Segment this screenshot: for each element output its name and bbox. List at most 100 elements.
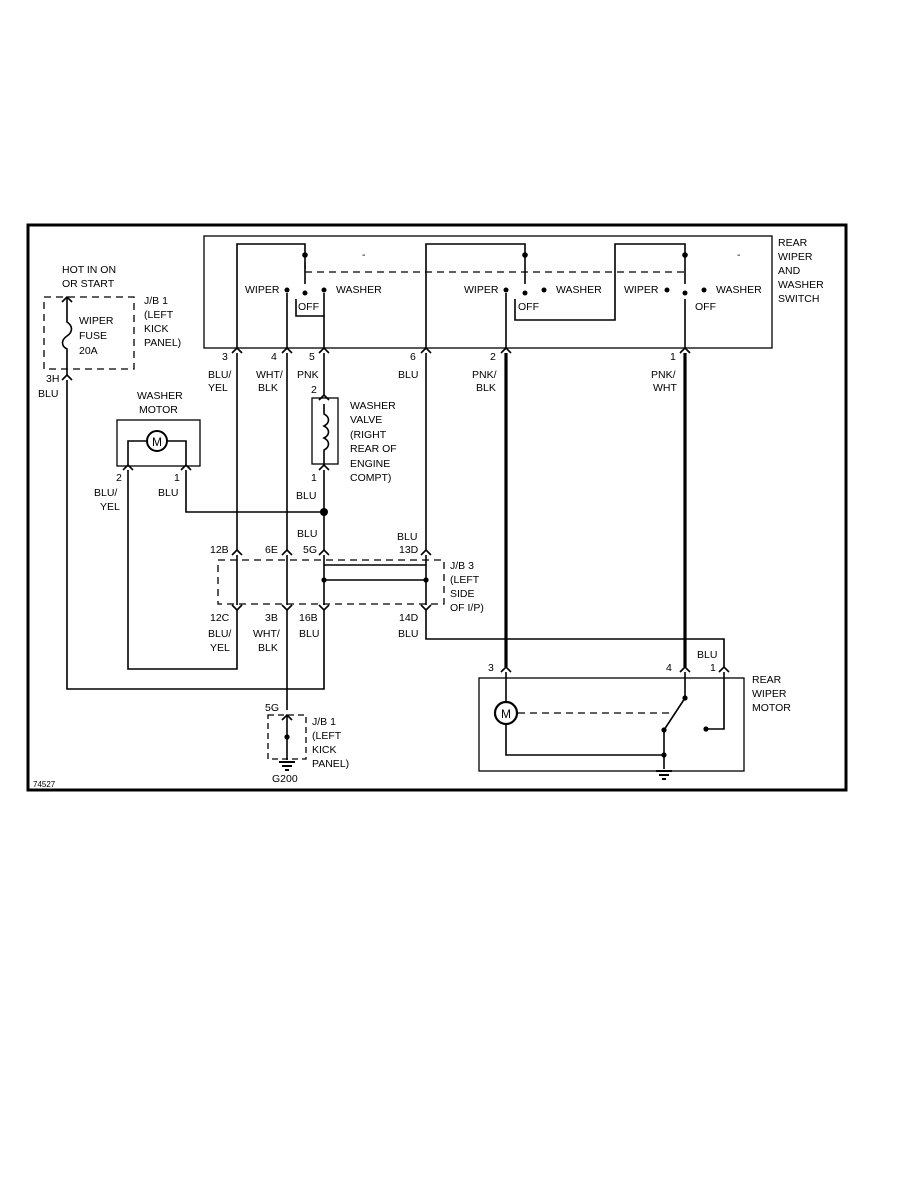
- switch-title-4: WASHER: [778, 279, 824, 291]
- switch-title-2: WIPER: [778, 251, 813, 263]
- wire1-color-2: WHT: [653, 382, 677, 394]
- jb3-title-4: OF I/P): [450, 602, 484, 614]
- jb1-label-1: J/B 1: [144, 295, 168, 307]
- jb3-wire-12c-1: BLU/: [208, 628, 231, 640]
- pin5-connector: [318, 346, 330, 354]
- switch1-blade-tip: [302, 290, 308, 296]
- switch-pin-2: 2: [490, 351, 496, 363]
- valve-pin1-conn: [318, 463, 330, 471]
- figure-id: 74527: [33, 780, 56, 789]
- switch2-wiper-contact: [503, 287, 509, 293]
- fuse-element: [61, 297, 73, 375]
- washer-motor-housing: [116, 419, 201, 467]
- rear-motor-bottom-lead: [505, 724, 664, 756]
- washer-motor-wire2-1: BLU/: [94, 487, 117, 499]
- jb1-label-3: KICK: [144, 323, 169, 335]
- switch2-off-line: [514, 243, 686, 321]
- rear-motor-park-blade: [663, 697, 686, 731]
- wire-blu-13d: BLU: [397, 531, 417, 543]
- jb3-conn-16b: [318, 604, 330, 612]
- jb3-conn-6e: [281, 548, 293, 556]
- valve-pin1: 1: [311, 472, 317, 484]
- switch3-wiper-label: WIPER: [624, 284, 659, 296]
- ground-g200: G200: [272, 773, 298, 785]
- rear-motor-housing: [478, 677, 745, 772]
- valve-title-5: ENGINE: [350, 458, 390, 470]
- wire4-color-2: BLK: [258, 382, 278, 394]
- rear-wiper-motor: BLU 3 4 1 REAR WIPER MOTOR M: [478, 649, 791, 780]
- hot-label-1: HOT IN ON: [62, 264, 116, 276]
- jb3-conn-5g: [318, 548, 330, 556]
- ground-jb1-3: KICK: [312, 744, 337, 756]
- ground-pin-5g: 5G: [265, 702, 279, 714]
- switch1-wiper-label: WIPER: [245, 284, 280, 296]
- wire5-color: PNK: [297, 369, 319, 381]
- fuse-label-1: WIPER: [79, 315, 114, 327]
- jb3-pin-12c: 12C: [210, 612, 230, 624]
- switch2-wiper-label: WIPER: [464, 284, 499, 296]
- jb3-conn-3b: [281, 604, 293, 612]
- valve-housing: [311, 397, 339, 465]
- wire3-color-1: BLU/: [208, 369, 231, 381]
- jb3-pin-12b: 12B: [210, 544, 229, 556]
- ground-block: 5G J/B 1 (LEFT KICK PANEL) G200: [265, 702, 349, 785]
- splice-dot: [320, 508, 328, 516]
- rear-motor-title-1: REAR: [752, 674, 782, 686]
- valve-title-3: (RIGHT: [350, 429, 387, 441]
- jb3-wire-12c-2: YEL: [210, 642, 230, 654]
- washer-motor-wire2-2: YEL: [100, 501, 120, 513]
- jb3-pin-13d: 13D: [399, 544, 419, 556]
- rear-motor-pin1-lead: [707, 672, 725, 730]
- jb3-pin-5g: 5G: [303, 544, 317, 556]
- washer-motor-pin1-conn: [180, 463, 192, 471]
- jb1-label-4: PANEL): [144, 337, 181, 349]
- washer-motor-title-1: WASHER: [137, 390, 183, 402]
- washer-motor-pin2: 2: [116, 472, 122, 484]
- jb1-label-2: (LEFT: [144, 309, 174, 321]
- jb3-pin-16b: 16B: [299, 612, 318, 624]
- rear-motor-title-2: WIPER: [752, 688, 787, 700]
- washer-motor-lead-right: [167, 440, 187, 465]
- wire-washer-motor-to-12c: [127, 470, 238, 670]
- switch2-blade-tip: [522, 290, 528, 296]
- wire4-color-1: WHT/: [256, 369, 283, 381]
- switch1-wiper-contact: [284, 287, 290, 293]
- wire3-color-2: YEL: [208, 382, 228, 394]
- diagram-frame: [26, 223, 848, 792]
- valve-coil: [322, 404, 330, 465]
- jb3-wire-3b-1: WHT/: [253, 628, 280, 640]
- rear-motor-ground-symbol: [656, 770, 672, 780]
- switch-pin-3: 3: [222, 351, 228, 363]
- washer-motor-wire1: BLU: [158, 487, 178, 499]
- switch3-blade-tip: [682, 290, 688, 296]
- switch-title-5: SWITCH: [778, 293, 819, 305]
- washer-motor: WASHER MOTOR M 2 1 BLU/ YEL BLU: [94, 390, 201, 513]
- jb3-conn-12b: [231, 548, 243, 556]
- washer-motor-pin1: 1: [174, 472, 180, 484]
- valve-title-2: VALVE: [350, 414, 382, 426]
- switch3-washer-label: WASHER: [716, 284, 762, 296]
- jb3-conn-14d: [420, 604, 432, 612]
- ground-jb1-4: PANEL): [312, 758, 349, 770]
- wire-blu-mid-1: BLU: [296, 490, 316, 502]
- rear-motor-pin1-contact: [703, 726, 709, 732]
- switch1-off-label: OFF: [298, 301, 319, 313]
- rear-motor-pin-1: 1: [710, 662, 716, 674]
- jb3-wire-3b-2: BLK: [258, 642, 278, 654]
- switch1-common-line: [236, 243, 306, 348]
- switch3-off-label: OFF: [695, 301, 716, 313]
- switch1-off-line: [295, 299, 325, 348]
- washer-motor-lead-left: [127, 440, 147, 465]
- jb3-pin-3b: 3B: [265, 612, 278, 624]
- switch3-washer-contact: [701, 287, 707, 293]
- washer-motor-symbol: M: [152, 435, 162, 449]
- ground-symbol: [279, 761, 295, 771]
- switch-connector-pins: [231, 346, 691, 354]
- rear-motor-blu: BLU: [697, 649, 717, 661]
- valve-pin2: 2: [311, 384, 317, 396]
- hot-label-2: OR START: [62, 278, 115, 290]
- valve-title-4: REAR OF: [350, 443, 397, 455]
- switch-pin-1: 1: [670, 351, 676, 363]
- wires: BLU BLU BLU: [66, 353, 725, 710]
- valve-title-6: COMPT): [350, 472, 391, 484]
